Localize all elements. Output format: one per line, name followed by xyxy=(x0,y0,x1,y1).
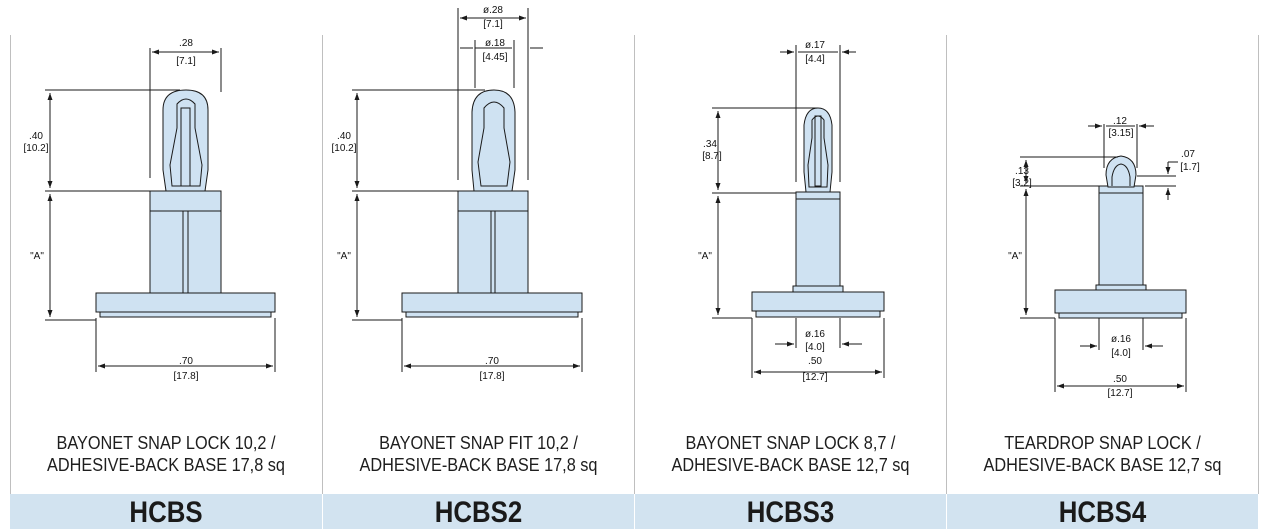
product-caption: BAYONET SNAP LOCK 10,2 / ADHESIVE-BACK B… xyxy=(29,432,304,476)
hcbs4-dim-side-mm: [1.7] xyxy=(1180,162,1200,173)
hcbs-dim-height: .40 xyxy=(29,131,43,142)
hcbs2-drawing xyxy=(352,8,583,372)
hcbs3-dim-post-mm: [4.0] xyxy=(805,342,825,353)
product-panel-hcbs2: BAYONET SNAP FIT 10,2 / ADHESIVE-BACK BA… xyxy=(323,0,634,529)
hcbs4-dim-post: ø.16 xyxy=(1111,334,1131,345)
hcbs-dim-base: .70 xyxy=(179,356,193,367)
hcbs4-dim-a: "A" xyxy=(1008,251,1022,262)
hcbs2-dim-top-mm: [7.1] xyxy=(483,19,503,30)
hcbs-dim-top-mm: [7.1] xyxy=(176,56,196,67)
part-code-bar: HCBS2 xyxy=(323,494,634,529)
hcbs-dim-a: "A" xyxy=(30,251,44,262)
hcbs-snap xyxy=(162,89,209,192)
hcbs4-post xyxy=(1098,191,1144,291)
panel-divider xyxy=(634,35,635,494)
hcbs4-dim-top-mm: [3.15] xyxy=(1108,128,1133,139)
hcbs2-dim-height-mm: [10.2] xyxy=(331,143,356,154)
hcbs4-dim-base-mm: [12.7] xyxy=(1107,388,1132,399)
hcbs4-dim-height-mm: [3.2] xyxy=(1012,178,1032,189)
part-code: HCBS xyxy=(129,496,203,529)
hcbs3-drawing xyxy=(712,45,885,378)
hcbs2-adhesive xyxy=(405,311,579,318)
product-caption: BAYONET SNAP FIT 10,2 / ADHESIVE-BACK BA… xyxy=(342,432,616,476)
hcbs4-snap xyxy=(1105,155,1137,188)
part-code: HCBS2 xyxy=(434,496,523,529)
part-code: HCBS3 xyxy=(746,496,835,529)
hcbs-dim-top: .28 xyxy=(179,38,193,49)
hcbs3-dim-top-mm: [4.4] xyxy=(805,54,825,65)
hcbs2-dim-height: .40 xyxy=(337,131,351,142)
part-code: HCBS4 xyxy=(1058,496,1147,529)
hcbs3-adhesive xyxy=(755,310,881,318)
part-code-bar: HCBS3 xyxy=(635,494,946,529)
hcbs3-dim-height: .34 xyxy=(703,139,717,150)
panel-divider xyxy=(322,35,323,494)
caption-line-2: ADHESIVE-BACK BASE 12,7 sq xyxy=(983,454,1222,475)
hcbs3-dim-top: ø.17 xyxy=(805,40,825,51)
hcbs4-dim-base: .50 xyxy=(1113,374,1127,385)
hcbs3-post xyxy=(795,194,841,293)
hcbs2-dim-top: ø.28 xyxy=(483,5,503,16)
caption-line-2: ADHESIVE-BACK BASE 17,8 sq xyxy=(359,454,598,475)
caption-line-2: ADHESIVE-BACK BASE 17,8 sq xyxy=(47,454,285,475)
product-panel-hcbs3: BAYONET SNAP LOCK 8,7 / ADHESIVE-BACK BA… xyxy=(635,0,946,529)
product-panel-hcbs4: TEARDROP SNAP LOCK / ADHESIVE-BACK BASE … xyxy=(947,0,1258,529)
hcbs3-dim-base: .50 xyxy=(808,356,822,367)
part-code-bar: HCBS xyxy=(10,494,322,529)
hcbs3-snap xyxy=(803,107,833,193)
hcbs4-dim-post-mm: [4.0] xyxy=(1111,348,1131,359)
hcbs-dim-base-mm: [17.8] xyxy=(173,371,198,382)
hcbs2-dim-base: .70 xyxy=(485,356,499,367)
product-panel-hcbs: BAYONET SNAP LOCK 10,2 / ADHESIVE-BACK B… xyxy=(10,0,322,529)
hcbs-adhesive xyxy=(99,311,272,318)
hcbs4-dim-height: .13 xyxy=(1015,166,1029,177)
hcbs2-dim-top2: ø.18 xyxy=(485,38,505,49)
hcbs-drawing xyxy=(45,48,276,372)
hcbs4-drawing xyxy=(1020,123,1187,392)
panel-divider xyxy=(10,35,11,494)
panel-divider xyxy=(1258,35,1259,494)
panel-divider xyxy=(946,35,947,494)
hcbs2-dim-top2-mm: [4.45] xyxy=(482,52,507,63)
hcbs3-dim-a: "A" xyxy=(698,251,712,262)
caption-line-1: BAYONET SNAP LOCK 10,2 / xyxy=(56,432,276,453)
part-code-bar: HCBS4 xyxy=(947,494,1258,529)
caption-line-2: ADHESIVE-BACK BASE 12,7 sq xyxy=(671,454,910,475)
caption-line-1: TEARDROP SNAP LOCK / xyxy=(1004,432,1201,453)
hcbs4-dim-side: .07 xyxy=(1181,149,1195,160)
caption-line-1: BAYONET SNAP FIT 10,2 / xyxy=(379,432,578,453)
product-caption: TEARDROP SNAP LOCK / ADHESIVE-BACK BASE … xyxy=(966,432,1240,476)
hcbs3-dim-base-mm: [12.7] xyxy=(802,372,827,383)
hcbs4-adhesive xyxy=(1058,312,1183,319)
product-caption: BAYONET SNAP LOCK 8,7 / ADHESIVE-BACK BA… xyxy=(654,432,928,476)
hcbs2-dim-a: "A" xyxy=(337,251,351,262)
hcbs3-dim-post: ø.16 xyxy=(805,329,825,340)
caption-line-1: BAYONET SNAP LOCK 8,7 / xyxy=(685,432,896,453)
hcbs-dim-height-mm: [10.2] xyxy=(23,143,48,154)
hcbs4-dim-top: .12 xyxy=(1113,116,1127,127)
hcbs3-dim-height-mm: [8.7] xyxy=(702,151,722,162)
hcbs2-dim-base-mm: [17.8] xyxy=(479,371,504,382)
